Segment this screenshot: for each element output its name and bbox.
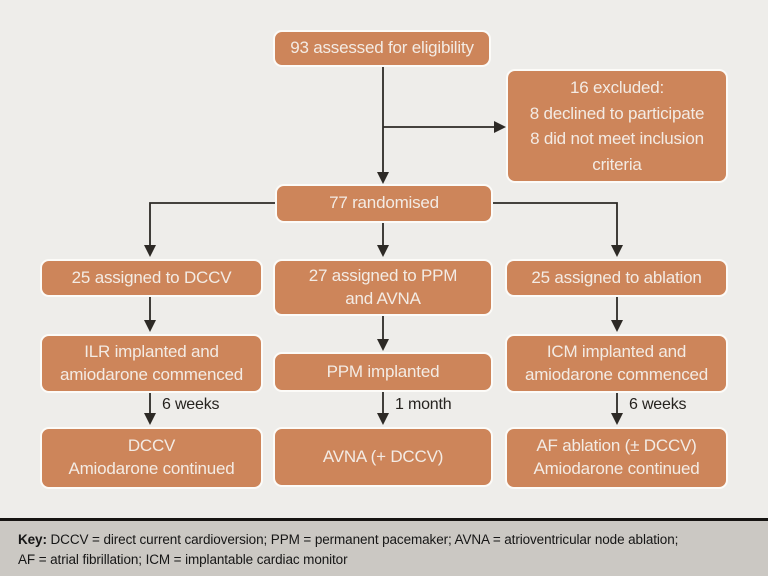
- key-footer: Key: DCCV = direct current cardioversion…: [0, 518, 768, 576]
- node-dccv-amiodarone-continued: DCCV Amiodarone continued: [40, 427, 263, 489]
- node-assigned-ppm-avna: 27 assigned to PPM and AVNA: [273, 259, 493, 316]
- key-text: Key: DCCV = direct current cardioversion…: [18, 530, 750, 570]
- node-af-ablation-continued: AF ablation (± DCCV) Amiodarone continue…: [505, 427, 728, 489]
- key-label: Key:: [18, 532, 47, 547]
- node-icm-implanted: ICM implanted and amiodarone commenced: [505, 334, 728, 393]
- node-ppm-implanted: PPM implanted: [273, 352, 493, 392]
- node-assigned-dccv: 25 assigned to DCCV: [40, 259, 263, 297]
- edge-label-1-month: 1 month: [395, 396, 452, 413]
- node-assigned-ablation: 25 assigned to ablation: [505, 259, 728, 297]
- key-definitions: DCCV = direct current cardioversion; PPM…: [18, 532, 679, 567]
- node-randomised: 77 randomised: [275, 184, 493, 223]
- node-ilr-implanted: ILR implanted and amiodarone commenced: [40, 334, 263, 393]
- node-assessed-for-eligibility: 93 assessed for eligibility: [273, 30, 491, 67]
- edge-label-6-weeks-left: 6 weeks: [162, 396, 220, 413]
- node-excluded: 16 excluded: 8 declined to participate 8…: [506, 69, 728, 183]
- edge-label-6-weeks-right: 6 weeks: [629, 396, 687, 413]
- node-avna-dccv: AVNA (+ DCCV): [273, 427, 493, 487]
